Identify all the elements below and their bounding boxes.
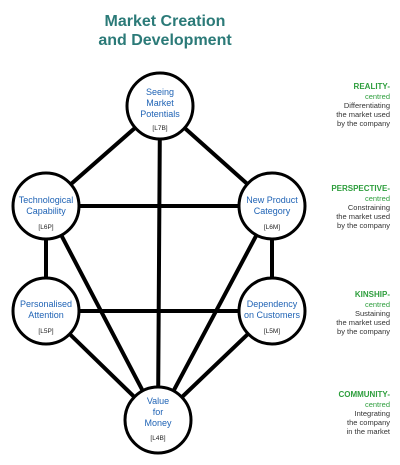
- level-community-desc-3: in the market: [346, 427, 390, 436]
- node-seeing: Seeing Market Potentials [L7B]: [125, 71, 195, 141]
- node-depend-line-1: Dependency: [247, 299, 298, 309]
- level-reality-name: REALITY-: [353, 82, 390, 91]
- level-perspective-desc-3: by the company: [337, 221, 390, 230]
- level-reality-desc-3: by the company: [337, 119, 390, 128]
- level-reality-desc-2: the market used: [336, 110, 390, 119]
- level-kinship-name: KINSHIP-: [354, 290, 390, 299]
- node-tech-line-2: Capability: [26, 206, 66, 216]
- node-newprod-code: [L6M]: [264, 224, 280, 231]
- level-community-name: COMMUNITY-: [338, 390, 390, 399]
- node-tech: Technological Capability [L6P]: [11, 171, 81, 241]
- level-perspective-name: PERSPECTIVE-: [331, 184, 390, 193]
- level-reality: REALITY- centred Differentiating the mar…: [295, 82, 390, 128]
- node-personal-line-1: Personalised: [20, 299, 72, 309]
- level-community-desc: Integrating the company in the market: [295, 409, 390, 436]
- level-kinship-desc-1: Sustaining: [354, 309, 390, 318]
- node-seeing-code: [L7B]: [152, 125, 167, 132]
- level-community: COMMUNITY- centred Integrating the compa…: [295, 390, 390, 436]
- level-perspective-sub: centred: [364, 194, 390, 203]
- node-newprod-line-1: New Product: [246, 195, 298, 205]
- diagram-title: Market Creation and Development: [60, 12, 270, 50]
- level-perspective: PERSPECTIVE- centred Constraining the ma…: [295, 184, 390, 230]
- level-kinship: KINSHIP- centred Sustaining the market u…: [295, 290, 390, 336]
- node-depend-line-2: on Customers: [244, 310, 301, 320]
- title-line-1: Market Creation: [104, 13, 226, 30]
- level-community-desc-1: Integrating: [354, 409, 390, 418]
- level-perspective-desc: Constraining the market used by the comp…: [295, 203, 390, 230]
- level-reality-sub: centred: [364, 92, 390, 101]
- connection-lines: [44, 104, 274, 422]
- node-seeing-line-2: Market: [146, 98, 174, 108]
- level-community-desc-2: the company: [347, 418, 390, 427]
- node-newprod: New Product Category [L6M]: [237, 171, 307, 241]
- level-kinship-desc: Sustaining the market used by the compan…: [295, 309, 390, 336]
- node-depend-code: [L5M]: [264, 328, 280, 335]
- node-newprod-line-2: Category: [254, 206, 291, 216]
- level-reality-desc: Differentiating the market used by the c…: [295, 101, 390, 128]
- node-seeing-line-3: Potentials: [140, 109, 180, 119]
- title-line-2: and Development: [98, 32, 232, 49]
- node-value-line-2: for: [153, 407, 164, 417]
- node-tech-line-1: Technological: [19, 195, 74, 205]
- node-value-line-1: Value: [147, 396, 169, 406]
- node-value-line-3: Money: [144, 418, 172, 428]
- node-depend: Dependency on Customers [L5M]: [237, 276, 307, 346]
- node-personal-line-2: Attention: [28, 310, 64, 320]
- edge-seeing-value: [156, 104, 162, 422]
- level-perspective-desc-1: Constraining: [347, 203, 390, 212]
- level-perspective-desc-2: the market used: [336, 212, 390, 221]
- node-personal-code: [L5P]: [38, 328, 53, 335]
- node-value: Value for Money [L4B]: [123, 385, 193, 455]
- level-kinship-desc-3: by the company: [337, 327, 390, 336]
- level-kinship-desc-2: the market used: [336, 318, 390, 327]
- level-community-sub: centred: [364, 400, 390, 409]
- node-tech-code: [L6P]: [38, 224, 53, 231]
- node-seeing-line-1: Seeing: [146, 87, 174, 97]
- node-personal: Personalised Attention [L5P]: [11, 276, 81, 346]
- level-reality-desc-1: Differentiating: [343, 101, 390, 110]
- level-kinship-sub: centred: [364, 300, 390, 309]
- node-value-code: [L4B]: [150, 435, 165, 442]
